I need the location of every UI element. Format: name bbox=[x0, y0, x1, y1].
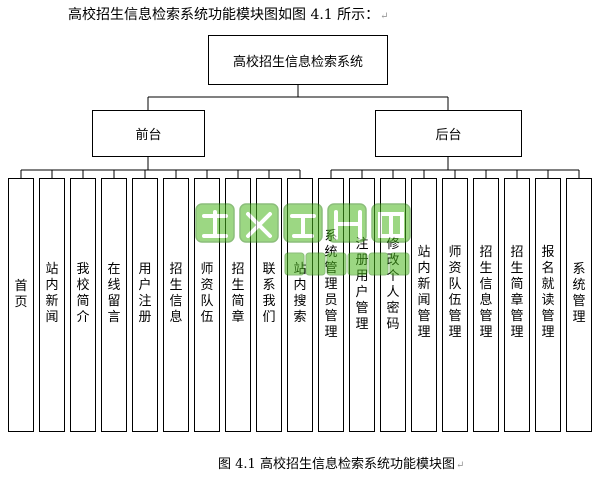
site-watermark bbox=[195, 203, 411, 276]
leaf-node: 招生简章管理 bbox=[504, 178, 530, 432]
leaf-label: 站内新闻 bbox=[45, 262, 59, 325]
leaf-label: 联系我们 bbox=[262, 262, 276, 325]
leaf-label: 用户注册 bbox=[138, 262, 152, 325]
leaf-node: 首页 bbox=[8, 178, 34, 432]
root-node-label: 高校招生信息检索系统 bbox=[232, 54, 363, 70]
front-branch-label: 前台 bbox=[135, 128, 162, 143]
leaf-node: 站内新闻管理 bbox=[411, 178, 437, 432]
paragraph-mark-icon: ↵ bbox=[380, 11, 389, 22]
back-branch-label: 后台 bbox=[435, 128, 462, 143]
leaf-node: 师资队伍管理 bbox=[442, 178, 468, 432]
back-branch-node: 后台 bbox=[375, 110, 522, 157]
leaf-label: 招生信息管理 bbox=[479, 245, 493, 340]
leaf-node: 用户注册 bbox=[132, 178, 158, 432]
front-branch-node: 前台 bbox=[92, 110, 205, 157]
leaf-label: 招生简章 bbox=[231, 262, 245, 325]
leaf-node: 我校简介 bbox=[70, 178, 96, 432]
leaf-label: 招生简章管理 bbox=[510, 245, 524, 340]
leaf-label: 站内新闻管理 bbox=[417, 245, 431, 340]
leaf-node: 招生信息管理 bbox=[473, 178, 499, 432]
leaf-node: 站内新闻 bbox=[39, 178, 65, 432]
paragraph-mark-icon: ↵ bbox=[455, 460, 465, 471]
leaf-label: 我校简介 bbox=[76, 262, 90, 325]
leaf-label: 报名就读管理 bbox=[541, 245, 555, 340]
leaf-node: 在线留言 bbox=[101, 178, 127, 432]
leaf-node: 报名就读管理 bbox=[535, 178, 561, 432]
document-heading: 高校招生信息检索系统功能模块图如图 4.1 所示：↵ bbox=[68, 7, 389, 23]
leaf-label: 在线留言 bbox=[107, 262, 121, 325]
leaf-node: 招生信息 bbox=[163, 178, 189, 432]
leaf-label: 站内搜索 bbox=[293, 262, 307, 325]
figure-caption: 图 4.1 高校招生信息检索系统功能模块图↵ bbox=[218, 457, 465, 472]
leaf-label: 师资队伍管理 bbox=[448, 245, 462, 340]
leaf-label: 首页 bbox=[14, 279, 28, 310]
leaf-label: 招生信息 bbox=[169, 262, 183, 325]
root-node: 高校招生信息检索系统 bbox=[208, 35, 388, 85]
leaf-node: 系统管理 bbox=[566, 178, 592, 432]
leaf-label: 系统管理 bbox=[572, 262, 586, 325]
leaf-label: 师资队伍 bbox=[200, 262, 214, 325]
